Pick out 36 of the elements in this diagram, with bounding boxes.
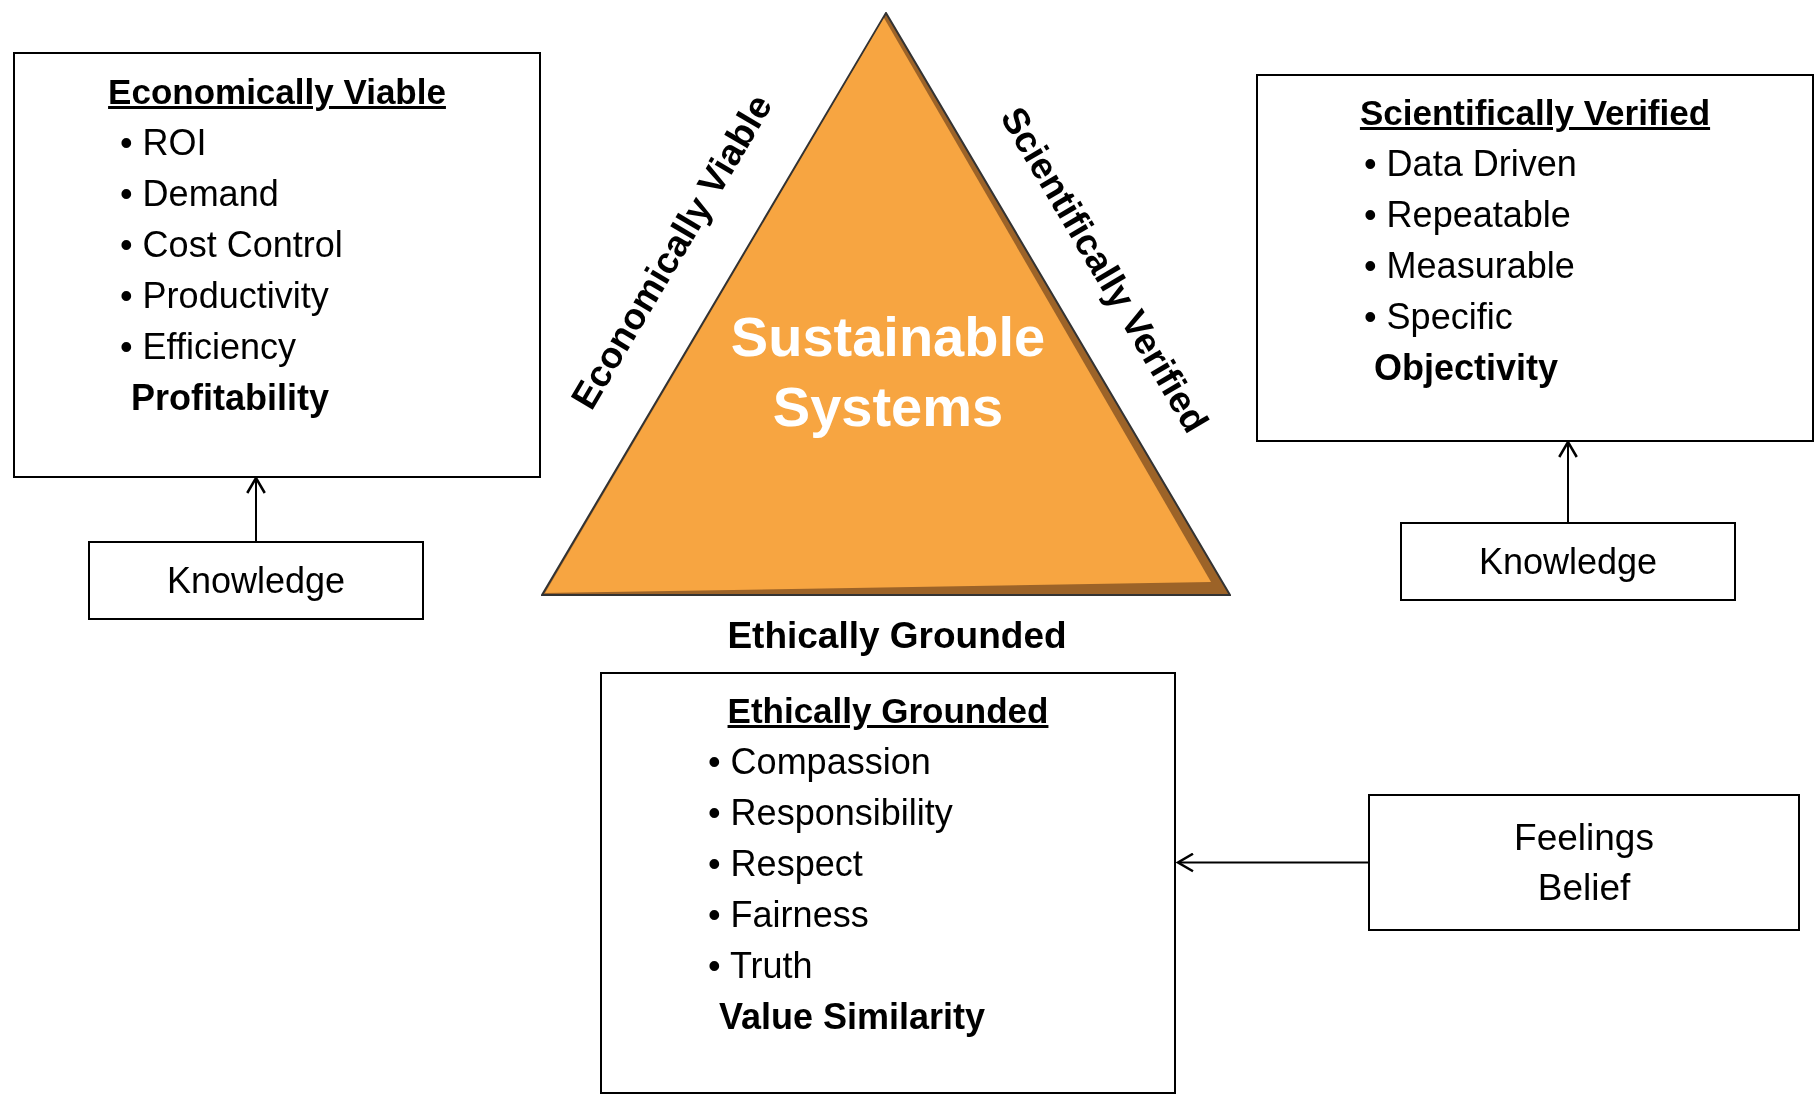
bullet-item: • Data Driven bbox=[1364, 142, 1577, 186]
box-summary: Profitability bbox=[131, 376, 330, 420]
box-heading: Economically Viable bbox=[107, 71, 447, 113]
box-label: Knowledge bbox=[1477, 539, 1659, 584]
arrow bbox=[246, 476, 266, 542]
bullet-item: • Respect bbox=[708, 842, 863, 886]
bullet-item: • Productivity bbox=[120, 274, 329, 318]
content-box bbox=[1256, 74, 1814, 442]
content-box bbox=[600, 672, 1176, 1094]
bullet-item: • Responsibility bbox=[708, 791, 953, 835]
box-heading: Ethically Grounded bbox=[726, 690, 1050, 732]
box-heading: Scientifically Verified bbox=[1358, 92, 1712, 134]
bullet-item: • ROI bbox=[120, 121, 207, 165]
box-summary: Objectivity bbox=[1374, 346, 1559, 390]
bullet-item: • Repeatable bbox=[1364, 193, 1571, 237]
arrow bbox=[1176, 852, 1369, 873]
box-summary: Value Similarity bbox=[719, 995, 986, 1039]
text-box bbox=[1368, 794, 1800, 931]
bullet-item: • Efficiency bbox=[120, 325, 296, 369]
side-label: Ethically Grounded bbox=[727, 615, 1067, 657]
center-label: Sustainable Systems bbox=[729, 305, 1046, 440]
triangle-shape bbox=[541, 12, 1231, 596]
text-box bbox=[1400, 522, 1736, 601]
text-box bbox=[88, 541, 424, 620]
bullet-item: • Truth bbox=[708, 944, 813, 988]
bullet-item: • Specific bbox=[1364, 295, 1513, 339]
bullet-item: • Compassion bbox=[708, 740, 931, 784]
arrow bbox=[1558, 440, 1578, 523]
bullet-item: • Fairness bbox=[708, 893, 869, 937]
box-label: Feelings bbox=[1513, 815, 1655, 860]
box-label: Belief bbox=[1536, 865, 1632, 910]
bullet-item: • Demand bbox=[120, 172, 279, 216]
content-box bbox=[13, 52, 541, 478]
bullet-item: • Cost Control bbox=[120, 223, 343, 267]
box-label: Knowledge bbox=[165, 558, 347, 603]
bullet-item: • Measurable bbox=[1364, 244, 1575, 288]
